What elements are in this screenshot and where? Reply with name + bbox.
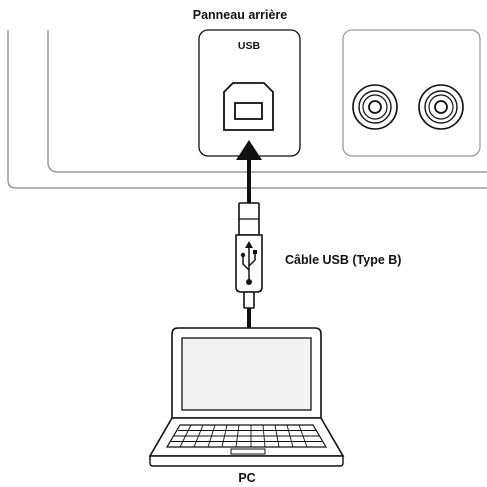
audio-jacks-panel — [342, 29, 481, 157]
keyboard-keys — [171, 424, 322, 448]
cable-label: Câble USB (Type B) — [285, 253, 401, 267]
connection-arrow — [236, 140, 262, 203]
usb-port-panel: USB — [198, 29, 301, 157]
device-rear-panel — [7, 30, 487, 189]
usb-type-b-port-icon — [223, 82, 274, 131]
laptop-icon — [148, 327, 345, 467]
rear-panel-label: Panneau arrière — [193, 8, 288, 22]
rca-jack-icon — [418, 84, 464, 130]
usb-port-label: USB — [238, 40, 261, 52]
rca-jack-icon — [352, 84, 398, 130]
computer-label: PC — [238, 471, 255, 485]
usb-trident-icon — [240, 241, 257, 285]
